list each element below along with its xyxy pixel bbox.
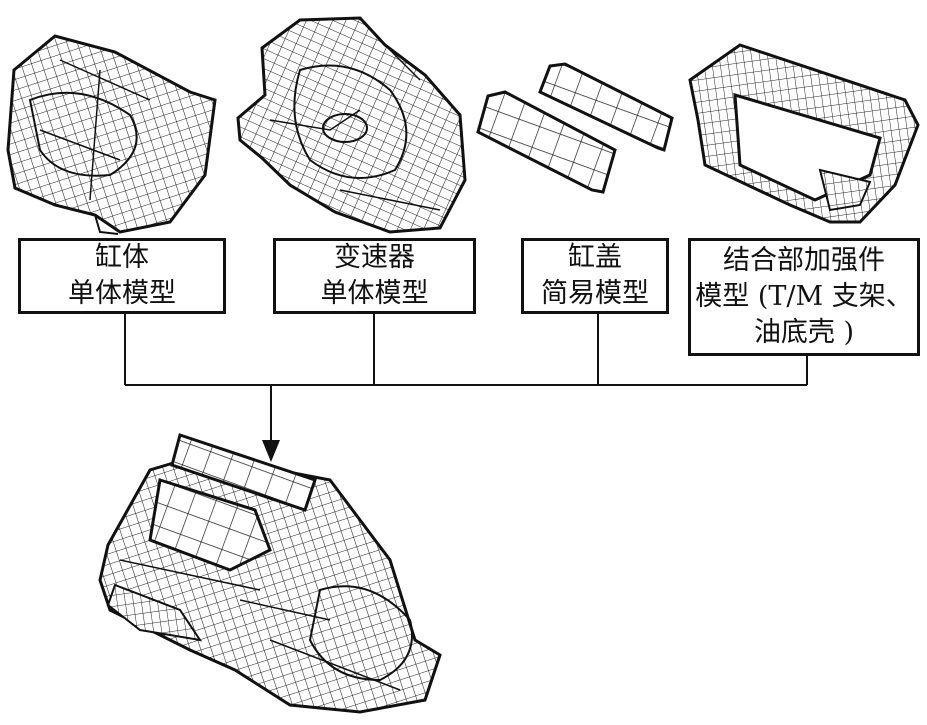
cylinder-block-label-line-2: 单体模型 xyxy=(68,278,176,309)
cylinder-block-label-box: 缸体 单体模型 xyxy=(18,238,226,314)
transmission-label-line-1: 变速器 xyxy=(334,242,415,273)
oil-pan-bracket-mesh-icon xyxy=(688,43,920,224)
transmission-mesh-icon xyxy=(236,16,467,234)
assembled-powertrain-mesh-icon xyxy=(98,433,442,714)
connector-lines xyxy=(124,313,808,450)
cylinder-head-mesh-icon xyxy=(476,62,674,194)
joint-reinforcement-label-line-2: 模型 (T/M 支架、 xyxy=(695,281,913,312)
transmission-label-box: 变速器 单体模型 xyxy=(273,238,476,314)
joint-reinforcement-label-box: 结合部加强件 模型 (T/M 支架、 油底壳 ) xyxy=(688,238,920,356)
engine-block-mesh-icon xyxy=(6,34,217,235)
cylinder-head-label-line-2: 简易模型 xyxy=(541,278,649,309)
cylinder-head-label-line-1: 缸盖 xyxy=(568,242,622,273)
transmission-label-line-2: 单体模型 xyxy=(320,278,429,309)
down-arrow-icon xyxy=(262,440,280,462)
cylinder-block-label-line-1: 缸体 xyxy=(95,242,149,273)
joint-reinforcement-label-line-3: 油底壳 ) xyxy=(753,317,855,348)
cylinder-head-label-box: 缸盖 简易模型 xyxy=(521,238,669,314)
joint-reinforcement-label-line-1: 结合部加强件 xyxy=(723,245,885,276)
